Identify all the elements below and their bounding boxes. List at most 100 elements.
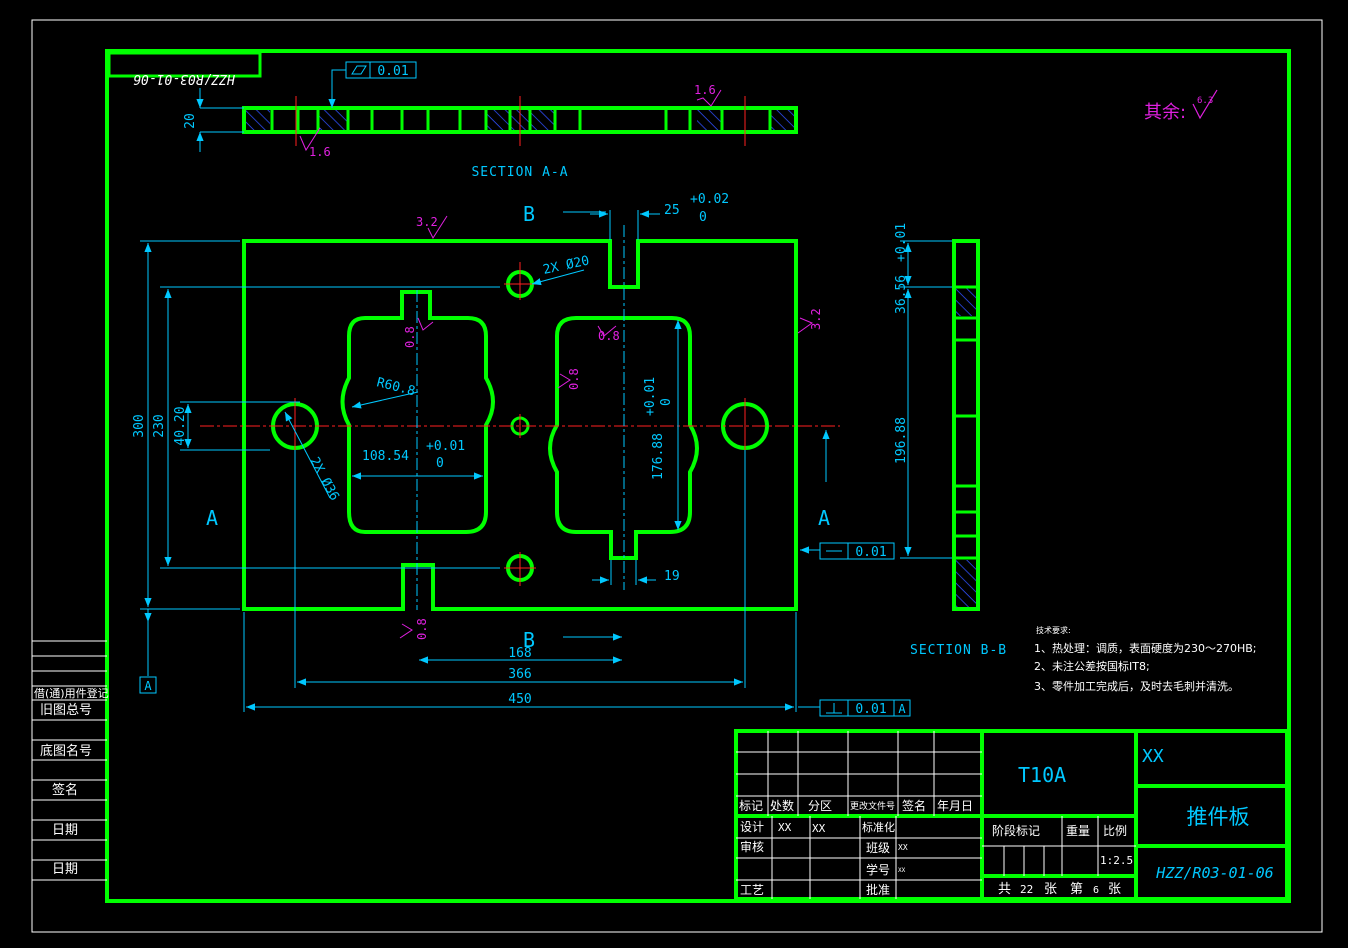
tb-material: T10A	[1018, 763, 1066, 787]
tb-drawing-number: HZZ/R03-01-06	[1155, 864, 1273, 882]
dim-176-88: 176.88	[651, 433, 666, 480]
dim-366: 366	[508, 667, 531, 682]
section-bb-view: 36.56 +0.01 196.88 SECTION B-B	[894, 223, 1007, 658]
tb-scale: 1:2.5	[1100, 854, 1133, 867]
cut-b-bottom: B	[523, 628, 535, 652]
tb-class: 班级	[866, 841, 890, 855]
fcf-perp-datum: A	[898, 702, 906, 716]
dim-2x-20: 2X Ø20	[542, 253, 591, 277]
mirrored-number-box: HZZ/R03-01-06	[107, 51, 262, 86]
tb-student-no-val: XX	[898, 867, 906, 874]
tb-design-by: XX	[778, 821, 792, 834]
tb-standardize: 标准化	[862, 820, 895, 834]
tb-mark: 标记	[739, 799, 763, 813]
side-date-2: 日期	[52, 862, 78, 877]
tech-req-item-2: 2、未注公差按国标IT8;	[1034, 659, 1150, 673]
tb-design: 设计	[740, 820, 764, 834]
side-sign: 签名	[52, 782, 78, 798]
main-view	[200, 225, 840, 611]
rest-roughness-value: 6.3	[1197, 96, 1213, 106]
drawing-frame	[105, 49, 1291, 903]
tb-total-label: 共	[998, 882, 1011, 897]
tb-sheets-total: 22	[1020, 883, 1033, 896]
dim-2x-36: 2X Ø36	[306, 455, 341, 504]
tb-stage-mark: 阶段标记	[992, 823, 1040, 838]
tb-review: 审核	[740, 839, 764, 854]
dim-40-20: 40.20	[173, 406, 188, 445]
side-old-total-no: 旧图总号	[40, 703, 92, 718]
cut-a-left: A	[206, 506, 218, 530]
dim-450: 450	[508, 692, 531, 707]
datum-a: A	[139, 676, 157, 694]
roughness-3-2-top: 3.2	[416, 215, 438, 229]
tb-signature: 签名	[902, 798, 926, 813]
main-dimensions	[140, 210, 830, 712]
tb-approve: 批准	[866, 882, 890, 897]
cut-a-right: A	[818, 506, 830, 530]
roughness-3-2-right: 3.2	[809, 308, 823, 330]
dim-108-54-tol-upper: +0.01	[426, 439, 465, 454]
dim-176-88-tol-lower: 0	[659, 398, 674, 406]
title-block: 标记 处数 分区 更改文件号 签名 年月日 设计 XX XX 标准化 审核 班级…	[734, 729, 1289, 901]
fcf-flatness-value: 0.01	[377, 64, 408, 79]
dim-19: 19	[664, 569, 680, 584]
roughness-0-8-left-pocket: 0.8	[403, 326, 417, 348]
fcf-parallel-value: 0.01	[855, 545, 886, 560]
tb-part-name: 推件板	[1187, 805, 1250, 829]
tech-req-item-3: 3、零件加工完成后，及时去毛刺并清洗。	[1034, 679, 1239, 693]
tb-company: XX	[1142, 746, 1164, 767]
tb-weight: 重量	[1066, 824, 1090, 838]
roughness-1-6-a: 1.6	[309, 145, 331, 159]
dim-108-54-tol-lower: 0	[436, 456, 444, 471]
cut-b-top: B	[523, 202, 535, 226]
side-used-for: 借(通)用件登记	[34, 686, 109, 700]
dim-108-54: 108.54	[362, 449, 409, 464]
dim-176-88-tol-upper: +0.01	[643, 377, 658, 416]
section-aa-view: 20 0.01 1.6 1.6 SECTION A-A	[183, 61, 798, 180]
tb-class-val: XX	[898, 843, 908, 852]
outer-border	[31, 19, 1323, 933]
datum-a-letter: A	[144, 679, 152, 693]
tb-no-label: 第	[1070, 882, 1083, 897]
rest-roughness-label: 其余:	[1144, 102, 1186, 123]
section-aa-label: SECTION A-A	[471, 165, 568, 180]
tb-process: 工艺	[740, 883, 764, 897]
tb-count: 处数	[770, 798, 794, 813]
dim-25-tol-lower: 0	[699, 210, 707, 225]
tech-req-item-1: 1、热处理：调质，表面硬度为230～270HB;	[1034, 641, 1257, 655]
tb-date: 年月日	[937, 799, 973, 813]
tb-student-no: 学号	[866, 862, 890, 877]
dim-230: 230	[152, 414, 167, 437]
dim-r60-8: R60.8	[375, 375, 417, 399]
tb-sheet-no: 6	[1093, 885, 1099, 896]
rest-roughness: 其余: 6.3	[1144, 89, 1218, 123]
tb-sheets-label-1: 张	[1044, 882, 1057, 897]
section-bb-label: SECTION B-B	[910, 643, 1007, 658]
roughness-1-6-b: 1.6	[694, 83, 716, 97]
side-base-no: 底图名号	[40, 743, 92, 759]
side-registration-table: 借(通)用件登记 旧图总号 底图名号 签名 日期 日期	[32, 640, 109, 881]
main-roughness-text: 3.2 3.2 0.8 0.8 0.8 0.8	[403, 215, 823, 640]
section-cut-letters: A A B B	[206, 202, 830, 652]
roughness-0-8-bottom: 0.8	[415, 618, 429, 640]
side-date-1: 日期	[52, 823, 78, 838]
dim-thickness: 20	[183, 113, 198, 129]
tb-change-doc: 更改文件号	[850, 800, 895, 812]
bb-dim-36-56: 36.56	[894, 275, 909, 314]
tb-ratio: 比例	[1103, 824, 1127, 838]
dim-25-tol-upper: +0.02	[690, 192, 729, 207]
fcf-perpendicular: 0.01 A	[819, 699, 911, 717]
tech-req-title: 技术要求:	[1036, 625, 1071, 635]
dim-25: 25	[664, 203, 680, 218]
fcf-parallel: 0.01	[819, 542, 895, 560]
tech-requirements: 技术要求: 1、热处理：调质，表面硬度为230～270HB; 2、未注公差按国标…	[1034, 625, 1257, 693]
dim-300: 300	[132, 414, 147, 437]
dim-168: 168	[508, 646, 531, 661]
bb-dim-36-56-tol: +0.01	[894, 223, 909, 262]
tb-sheets-label-2: 张	[1108, 882, 1121, 897]
main-dimension-text: 450 366 168 300 230 40.20 25 +0.02 0 2X …	[132, 192, 729, 707]
tb-design-by-2: XX	[812, 822, 826, 835]
main-roughness-marks	[399, 215, 814, 639]
tb-zone: 分区	[808, 799, 832, 813]
